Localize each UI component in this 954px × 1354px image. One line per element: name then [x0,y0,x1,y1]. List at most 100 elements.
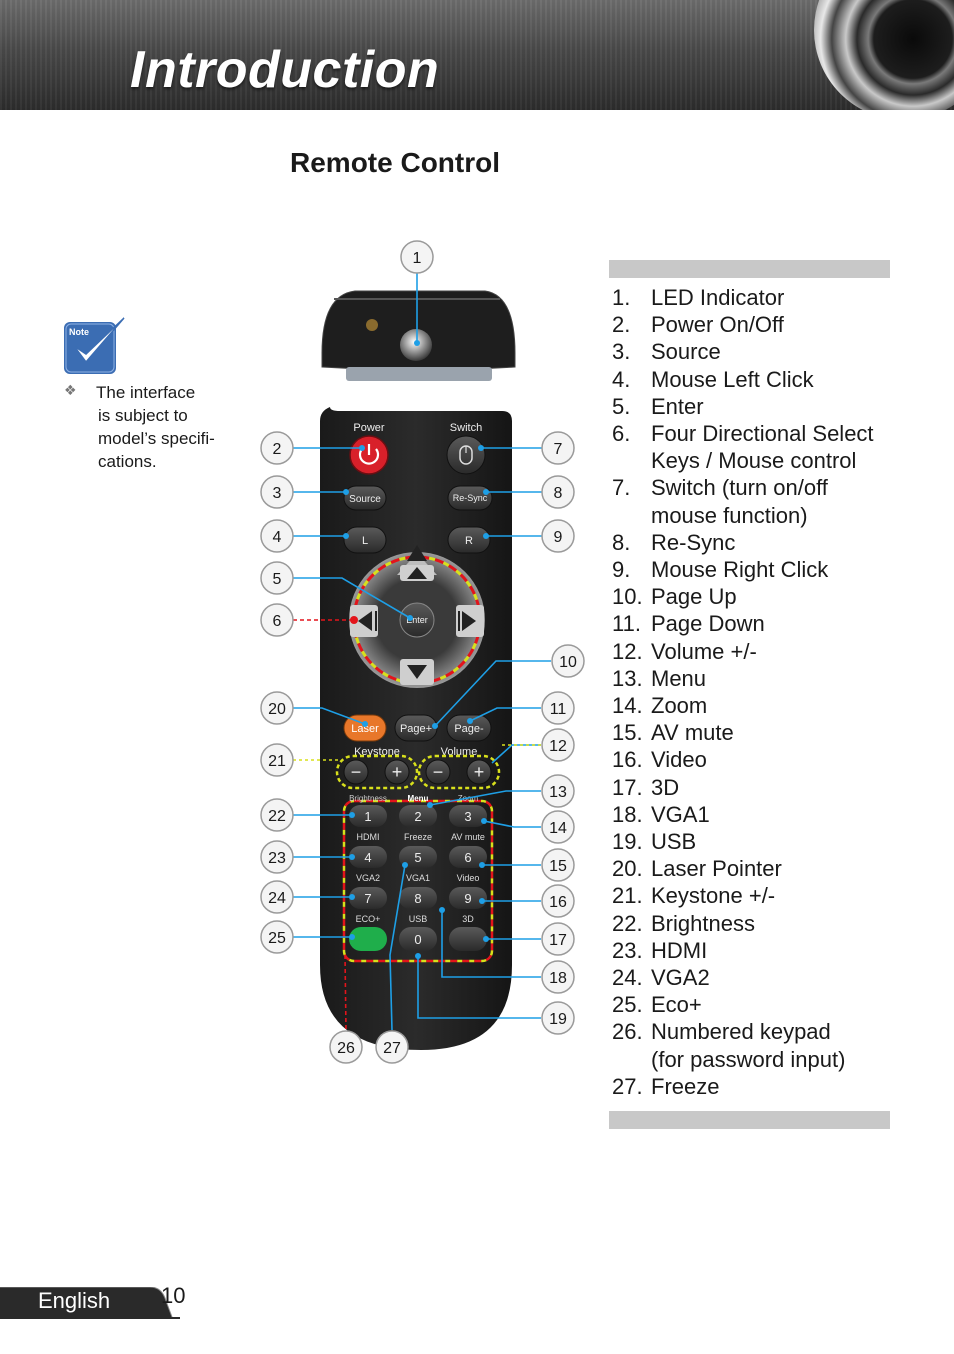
power-button[interactable] [349,435,389,475]
callout-26: 26 [329,1030,363,1064]
legend-text: mouse function) [651,502,808,528]
key-7[interactable]: 7 [349,887,387,909]
callout-number: 5 [273,571,282,588]
page-down-label: Page- [454,723,484,735]
freeze-label: Freeze [404,832,432,842]
key-label: 4 [364,850,371,865]
key-2[interactable]: 2 [399,805,437,827]
callout-number: 4 [273,529,282,546]
eco-button[interactable] [349,927,387,951]
hdmi-label: HDMI [357,832,380,842]
legend-number: 21. [612,883,643,909]
callout-number: 13 [549,784,567,801]
legend-item: 8.Re-Sync [612,529,912,556]
legend-number: 10. [612,584,643,610]
legend-top-bar [609,260,890,278]
legend-text: AV mute [651,720,734,746]
note-line: cations. [98,452,157,471]
legend-item: mouse function) [612,502,912,529]
3d-button[interactable] [449,927,487,951]
legend-item: 14. Zoom [612,692,912,719]
legend-text: Video [651,747,707,773]
callout-22: 22 [260,798,294,832]
note-badge-icon: Note [64,317,125,374]
callout-5: 5 [260,561,294,595]
volume-minus-button[interactable]: − [425,759,451,785]
callout-9: 9 [541,519,575,553]
legend-text: Eco+ [651,992,702,1018]
legend-text: VGA1 [651,801,710,827]
legend-text: Freeze [651,1073,720,1099]
brightness-label: Brightness [349,794,387,803]
callout-number: 19 [549,1011,567,1028]
legend-text: Numbered keypad [651,1019,831,1045]
key-6[interactable]: 6 [449,846,487,868]
callout-11: 11 [541,691,575,725]
legend-item: 17. 3D [612,774,912,801]
laser-button[interactable]: Laser [343,714,387,742]
keystone-minus-button[interactable]: − [343,759,369,785]
callout-7: 7 [541,431,575,465]
legend-number: 3. [612,339,631,365]
note-bullet-icon: ❖ [64,382,77,398]
key-1[interactable]: 1 [349,805,387,827]
legend-number: 14. [612,693,643,719]
key-label: 2 [414,809,421,824]
switch-button[interactable] [446,435,486,475]
legend-text: Power On/Off [651,312,784,338]
key-label: 6 [464,850,471,865]
legend-number: 15. [612,720,643,746]
legend-number [612,1046,651,1073]
legend-text: Keys / Mouse control [651,448,857,474]
key-0[interactable]: 0 [399,927,437,951]
legend-text: Zoom [651,693,708,719]
key-label: 5 [414,850,421,865]
minus-label: − [351,762,362,782]
page-up-button[interactable]: Page+ [394,714,438,742]
video-label: Video [457,873,480,883]
callout-dashed-lines [293,619,541,1031]
legend-text: Four Directional Select [651,421,874,447]
legend-item: 3.Source [612,338,912,365]
callout-number: 23 [268,850,286,867]
legend-text: 3D [651,774,680,800]
legend-item: 9.Mouse Right Click [612,556,912,583]
legend-item: 13.Menu [612,665,912,692]
3d-label: 3D [462,914,474,924]
legend-number: 18. [612,801,643,827]
key-4[interactable]: 4 [349,846,387,868]
legend-item: 16.Video [612,746,912,773]
page-title: Introduction [130,41,440,99]
mouse-right-button[interactable]: R [447,526,491,554]
right-label: R [465,535,473,547]
legend-text: (for password input) [651,1046,846,1072]
key-3[interactable]: 3 [449,805,487,827]
legend-item: 23.HDMI [612,937,912,964]
legend-item: 5.Enter [612,393,912,420]
legend-text: Page Down [651,611,765,637]
source-button[interactable]: Source [343,485,387,511]
page-down-button[interactable]: Page- [446,714,492,742]
legend-number: 17. [612,774,643,800]
legend-item: 12.Volume +/- [612,638,912,665]
callout-16: 16 [541,884,575,918]
callout-number: 15 [549,858,567,875]
legend-text: LED Indicator [651,285,785,310]
legend-text: Keystone +/- [651,883,776,909]
legend-text: VGA2 [651,965,710,991]
resync-button[interactable]: Re-Sync [447,485,493,511]
key-8[interactable]: 8 [399,887,437,909]
key-5[interactable]: 5 [399,846,437,868]
callout-13: 13 [541,774,575,808]
mouse-left-button[interactable]: L [343,526,387,554]
key-9[interactable]: 9 [449,887,487,909]
callout-dots [343,340,489,959]
legend-text: Menu [651,665,707,691]
keystone-plus-button[interactable]: + [384,759,410,785]
legend-number: 24. [612,965,643,991]
volume-plus-button[interactable]: + [466,759,492,785]
enter-button[interactable]: Enter [399,602,435,638]
callout-number: 7 [554,441,563,458]
plus-label: + [474,762,485,782]
legend-number: 12. [612,638,643,664]
